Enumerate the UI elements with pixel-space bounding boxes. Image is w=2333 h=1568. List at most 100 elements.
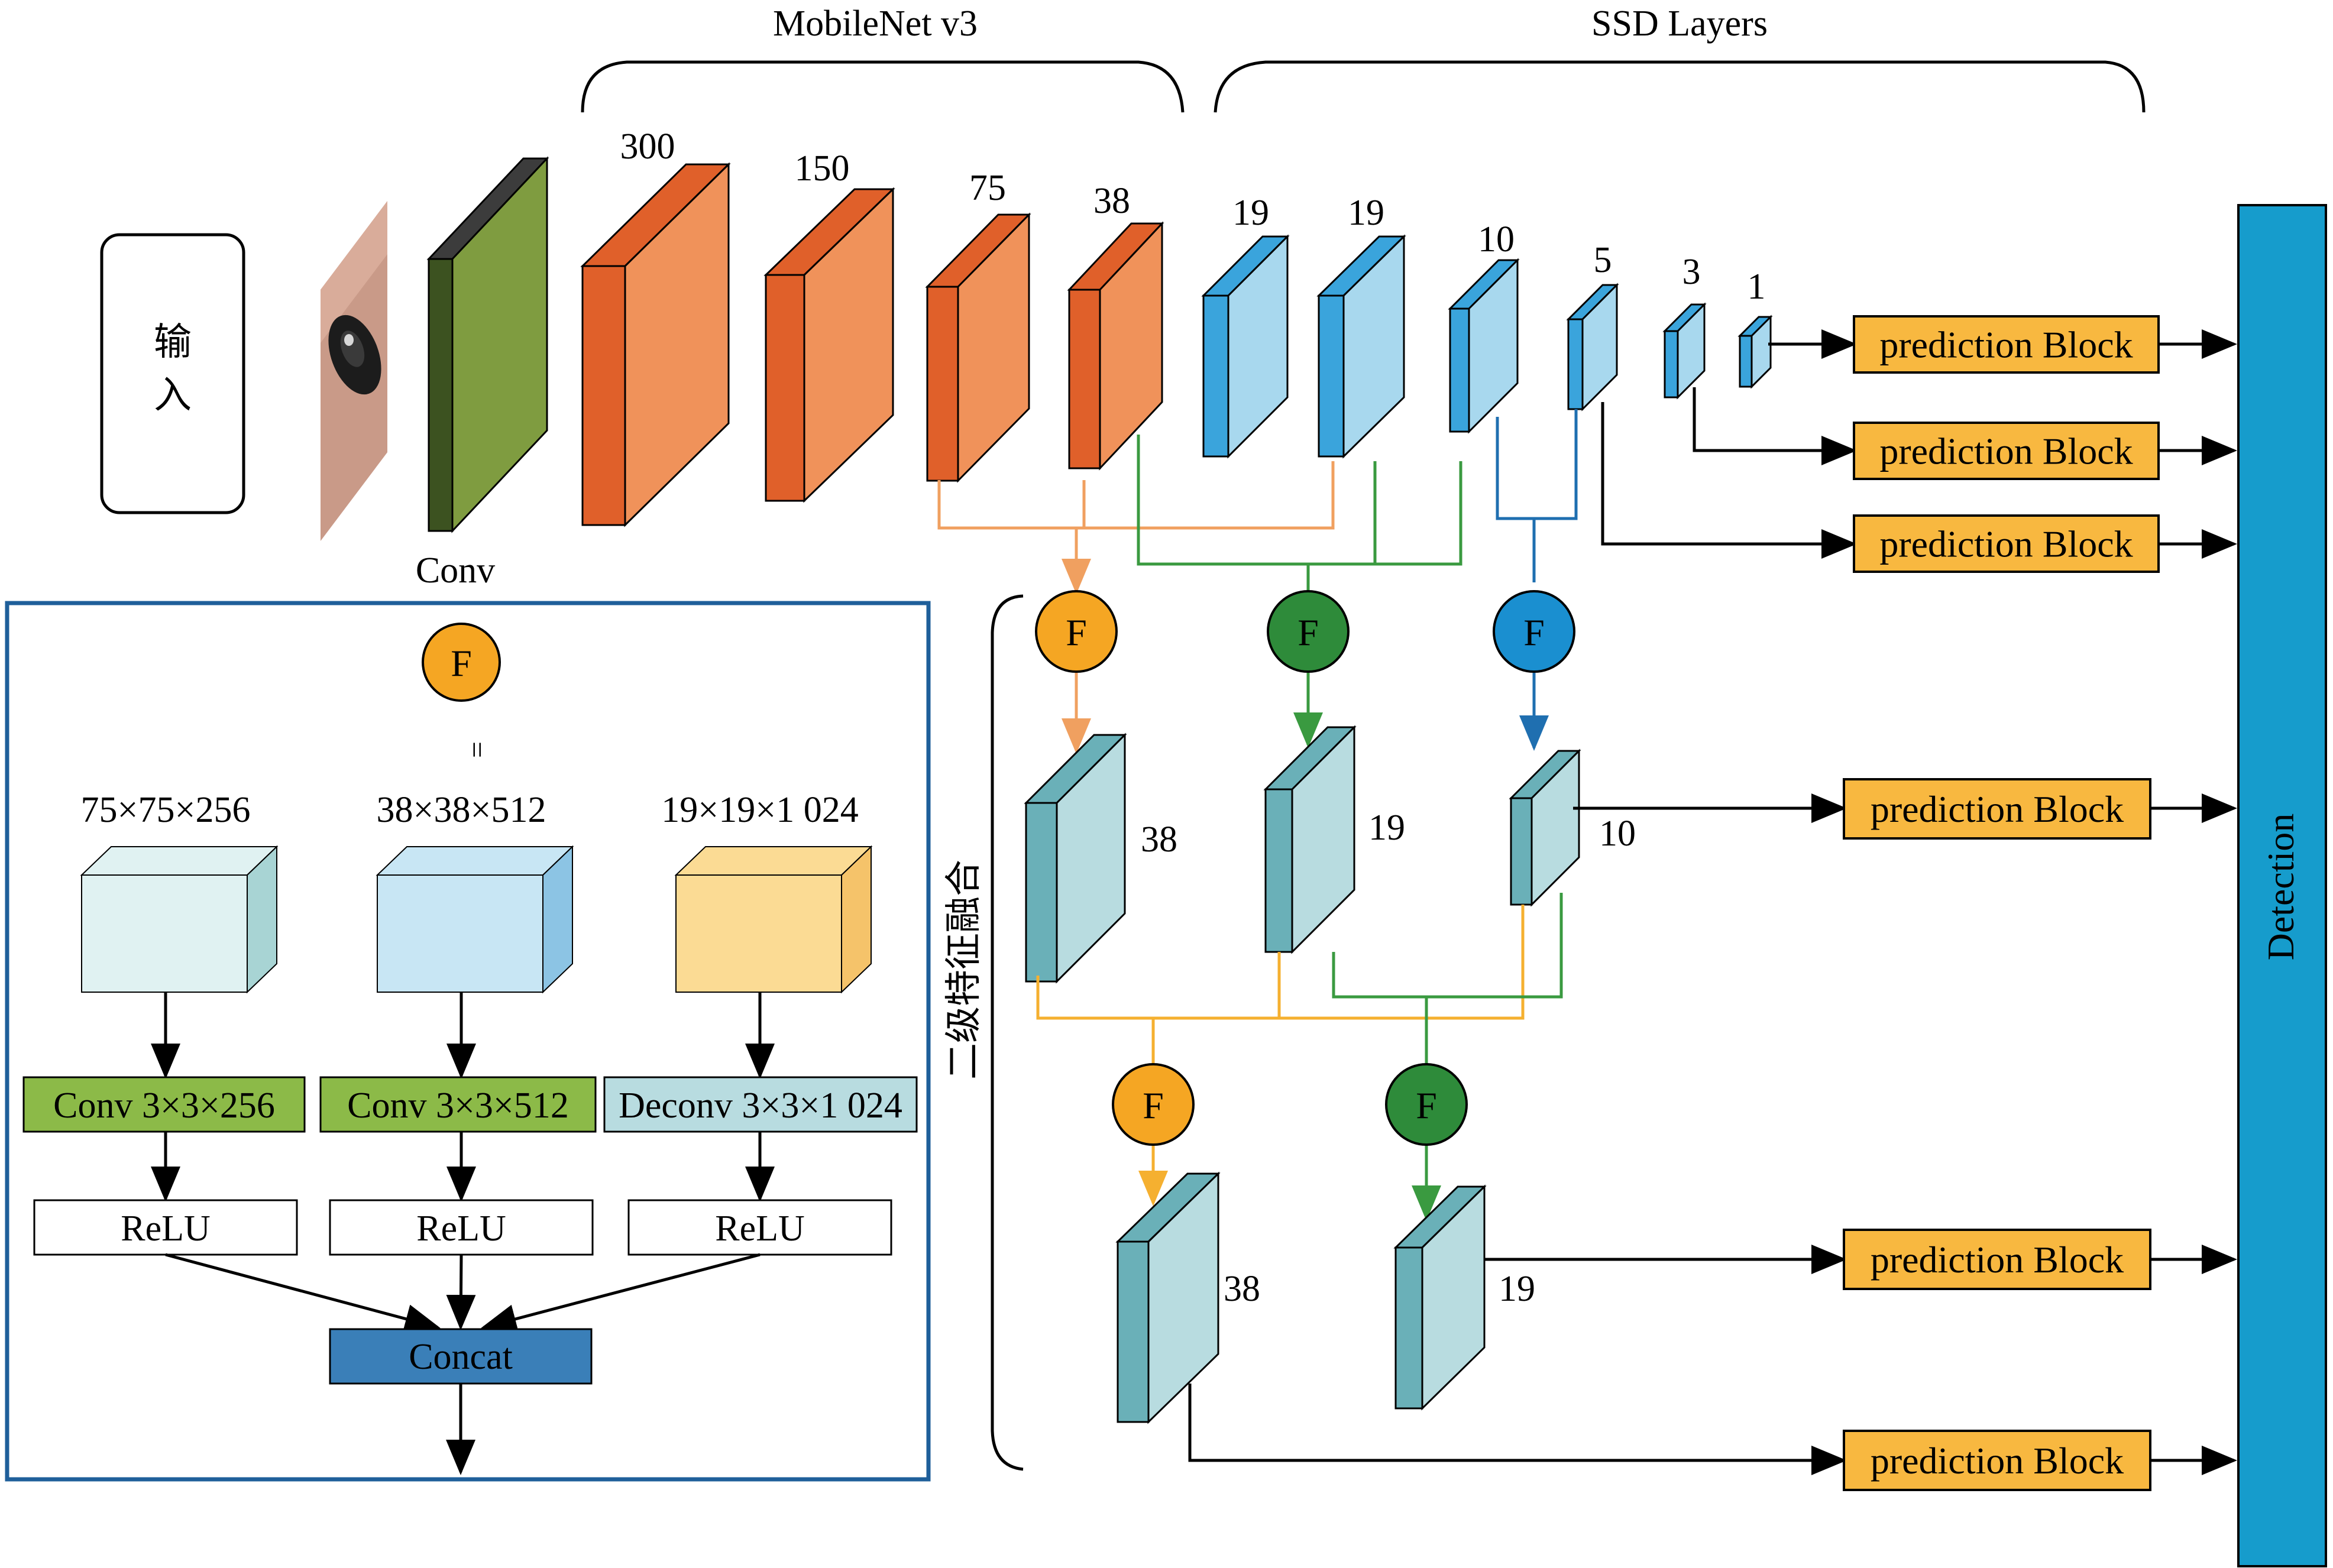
- prediction-block-label: prediction Block: [1879, 523, 2133, 565]
- backbone-size-label: 150: [795, 148, 850, 189]
- backbone-size-label: 38: [1093, 181, 1130, 221]
- ssd-brace: [1214, 60, 2146, 113]
- legend-op-label: Conv 3×3×256: [53, 1086, 275, 1126]
- backbone-size-label: 75: [969, 168, 1006, 208]
- input-box: [100, 233, 245, 514]
- ssd-block-2: [1448, 258, 1520, 434]
- prediction-block-label: prediction Block: [1871, 1239, 2124, 1281]
- backbone-block-300: [580, 162, 731, 527]
- fused2-size-label: 38: [1224, 1269, 1260, 1309]
- input-label-1: 输: [154, 321, 192, 363]
- legend-op-box: [319, 1076, 597, 1133]
- ssd-size-label: 1: [1748, 267, 1766, 307]
- prediction-block-label: prediction Block: [1879, 324, 2133, 366]
- fusion-node-orange-2-label: F: [1143, 1084, 1164, 1126]
- fusion-node-green-2-label: F: [1416, 1084, 1437, 1126]
- conv-label: Conv: [416, 550, 495, 591]
- legend-dim-label: 19×19×1 024: [661, 790, 858, 830]
- ssd-prediction-lines: [1601, 329, 2237, 559]
- detection-label: Detection: [2260, 814, 2302, 961]
- ssd-block-0: [1201, 234, 1290, 459]
- fusion-side-brace: [991, 594, 1024, 1471]
- fused2-block-0: [1115, 1171, 1221, 1424]
- prediction-block-label: prediction Block: [1871, 1440, 2124, 1482]
- concat-label: Concat: [409, 1337, 513, 1377]
- backbone-size-label: 300: [620, 127, 675, 167]
- backbone-blocks: 300 150 75 38: [580, 127, 1164, 527]
- mobilenet-header: MobileNet v3: [773, 4, 978, 44]
- prediction-block-label: prediction Block: [1871, 788, 2124, 830]
- lower-fusion-lines: [1036, 893, 1563, 1221]
- concat-box: [329, 1328, 593, 1385]
- legend-relu-label: ReLU: [715, 1209, 805, 1249]
- legend-dim-label: 75×75×256: [81, 790, 251, 830]
- fusion-node-orange-label: F: [1066, 611, 1087, 653]
- legend-equals: =: [461, 741, 494, 758]
- conv-block: [426, 156, 549, 533]
- ssd-size-label: 19: [1232, 193, 1269, 233]
- legend-concat-arrow: [165, 1253, 441, 1333]
- backbone-block-75: [925, 212, 1031, 483]
- backbone-block-150: [763, 187, 895, 503]
- fusion-node-orange-2: [1112, 1063, 1195, 1146]
- prediction-block-0: [1853, 315, 2160, 374]
- upper-fusion-lines: [937, 409, 1578, 596]
- legend-f-node: [422, 623, 501, 702]
- legend-cube-top: [376, 846, 574, 876]
- prediction-block-3: [1843, 778, 2151, 840]
- fused1-size-label: 10: [1599, 814, 1636, 854]
- fusion-side-label: 二级特征融合: [944, 860, 984, 1080]
- fusion-node-arrows: [1062, 673, 1549, 754]
- ssd-blocks: 19 19 10 5 3 1: [1201, 193, 1773, 459]
- detection-bar: [2237, 204, 2327, 1567]
- ssd-size-label: 5: [1594, 240, 1612, 280]
- eye-image: [321, 201, 387, 541]
- backbone-block-38: [1067, 221, 1164, 471]
- prediction-block-4: [1843, 1229, 2151, 1290]
- ssd-block-5: [1737, 315, 1773, 389]
- legend-relu-box: [627, 1199, 892, 1256]
- fused1-block-2: [1509, 749, 1581, 907]
- legend-cube-front: [81, 874, 248, 993]
- fusion-node-orange: [1035, 590, 1118, 673]
- ssd-header: SSD Layers: [1591, 4, 1768, 44]
- fused-prediction-lines: [1188, 793, 2237, 1475]
- legend-concat-arrow: [481, 1253, 761, 1334]
- prediction-block-label: prediction Block: [1879, 430, 2133, 472]
- fusion-node-green: [1267, 590, 1350, 673]
- prediction-block-1: [1853, 422, 2160, 480]
- fusion-node-green-label: F: [1297, 611, 1319, 653]
- legend-border: [5, 601, 931, 1482]
- ssd-block-3: [1566, 283, 1619, 412]
- legend-relu-label: ReLU: [416, 1209, 506, 1249]
- mobilenet-brace: [581, 60, 1185, 113]
- ssd-block-4: [1662, 302, 1707, 400]
- fused1-block-1: [1263, 725, 1357, 954]
- legend-dim-label: 38×38×512: [377, 790, 546, 830]
- fusion-node-green-2: [1385, 1063, 1468, 1146]
- legend-cube-front: [377, 874, 543, 993]
- fused2-size-label: 19: [1499, 1269, 1535, 1309]
- ssd-block-1: [1316, 234, 1406, 459]
- ssd-size-label: 19: [1348, 193, 1384, 233]
- fusion-node-blue: [1493, 590, 1575, 673]
- ssd-size-label: 10: [1478, 219, 1515, 260]
- legend-f-label: F: [451, 642, 472, 684]
- legend-relu-label: ReLU: [121, 1209, 211, 1249]
- prediction-block-2: [1853, 514, 2160, 573]
- legend-op-label: Deconv 3×3×1 024: [619, 1086, 902, 1126]
- legend-relu-box: [33, 1199, 298, 1256]
- legend-op-box: [603, 1076, 918, 1133]
- input-label-2: 入: [154, 374, 192, 416]
- fused1-size-label: 19: [1368, 808, 1405, 848]
- fused-blocks-level2: 38 19: [1115, 1171, 1535, 1424]
- legend-cube-top: [674, 846, 873, 876]
- fused1-block-0: [1024, 733, 1127, 984]
- ssd-size-label: 3: [1682, 252, 1701, 292]
